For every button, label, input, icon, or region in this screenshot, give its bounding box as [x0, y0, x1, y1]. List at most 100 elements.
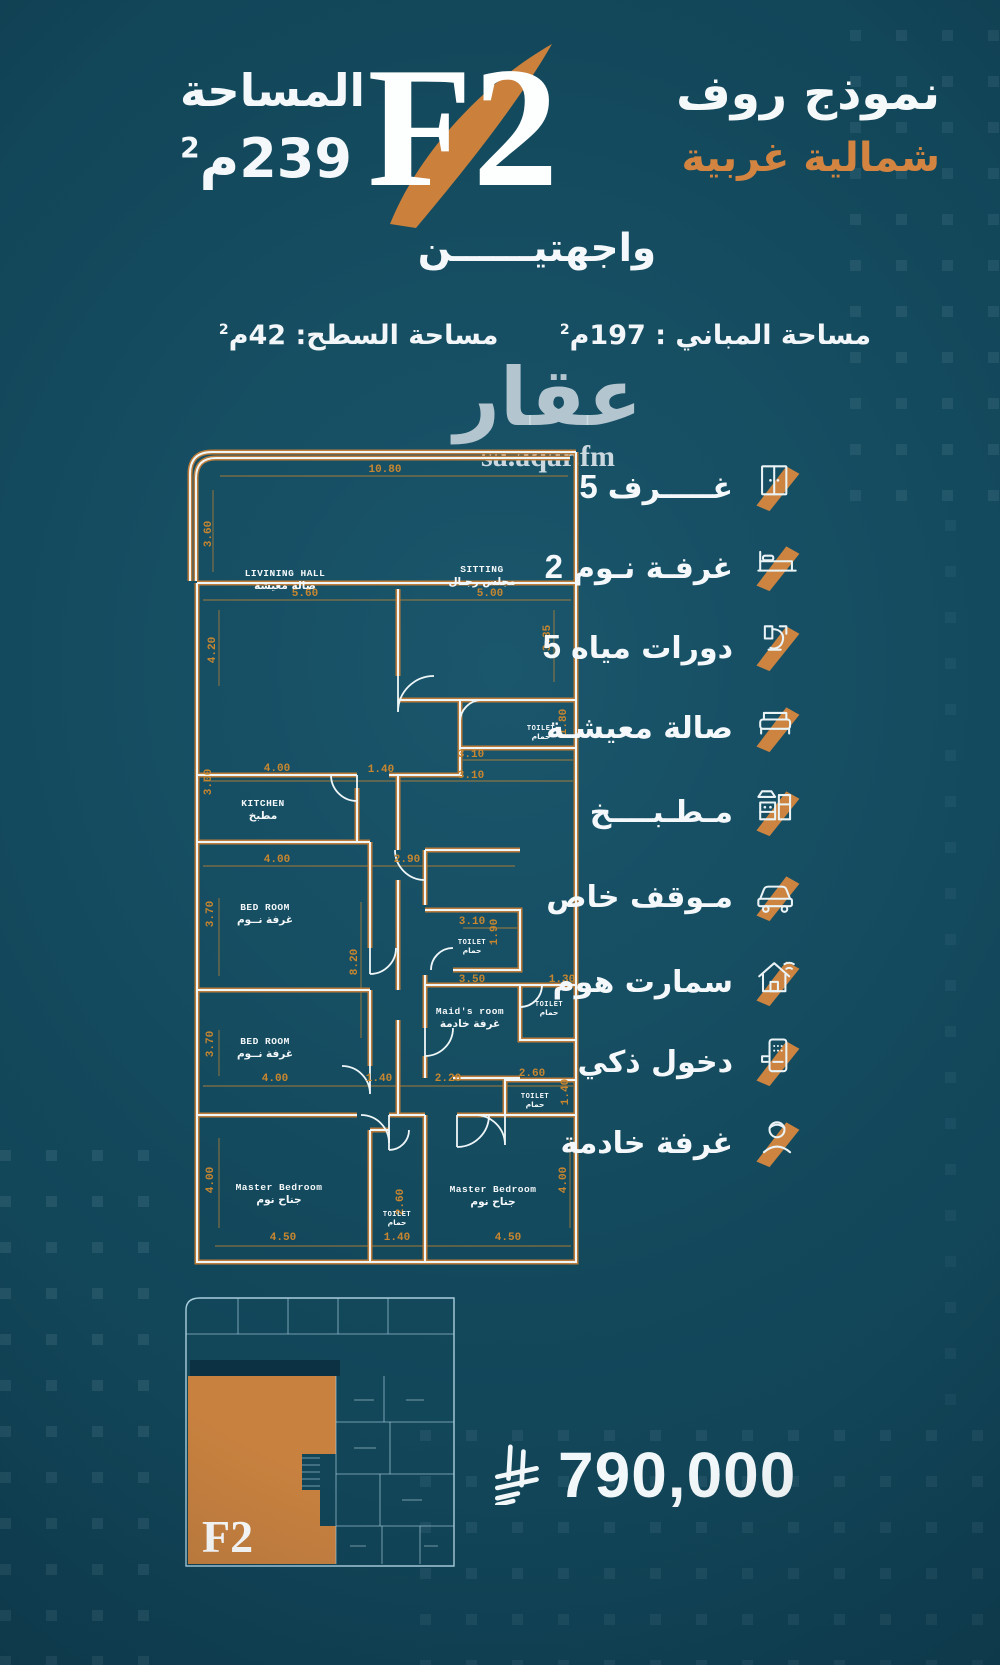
- plan-dimension: 3.10: [458, 749, 484, 761]
- plan-dimension: 1.40: [560, 1079, 572, 1105]
- plan-dimension: 1.40: [384, 1232, 410, 1244]
- plan-dimension: 4.00: [264, 763, 290, 775]
- background-pattern: [420, 1430, 1000, 1665]
- area-value: 239م2: [180, 127, 352, 190]
- plan-dimension: 5.00: [477, 588, 503, 600]
- plan-dimension: 3.50: [459, 974, 485, 986]
- area-label: المساحة: [180, 64, 365, 117]
- mini-key-plan: F2: [185, 1297, 455, 1567]
- room-label-en: SITTING: [460, 564, 503, 575]
- plan-dimension: 3.10: [458, 770, 484, 782]
- plan-dimension: 1.40: [368, 764, 394, 776]
- flyer-subtitle: شمالية غربية: [681, 135, 940, 181]
- plan-dimension: 1.90: [489, 919, 501, 945]
- plan-dimension: 2.90: [394, 854, 420, 866]
- room-label-en: TOILET: [521, 1093, 549, 1101]
- roof-area: مساحة السطح: 42م2: [218, 320, 499, 351]
- price-tag: 790,000: [488, 1438, 796, 1512]
- room-label-ar: جناح نوم: [470, 1196, 515, 1208]
- amenity-count: 5: [579, 468, 598, 505]
- smart-home-icon: [749, 952, 805, 1012]
- room-label-ar: غرفة خادمة: [440, 1018, 500, 1030]
- amenity-label: غرفة خادمة: [561, 1126, 734, 1161]
- room-label-ar: حمام: [463, 946, 482, 955]
- plan-doors: [330, 675, 543, 1151]
- amenity-label: مـطـبــــخ: [590, 795, 733, 830]
- plan-dimension: 3.70: [205, 901, 217, 927]
- plan-dimension: 3.35: [542, 624, 554, 651]
- plan-dimension: 3.10: [459, 916, 485, 928]
- mini-plan-label-marks: [350, 1399, 438, 1547]
- amenity-count: 5: [542, 628, 562, 665]
- room-label-en: Master Bedroom: [450, 1184, 537, 1195]
- room-label-en: TOILET: [535, 1001, 563, 1009]
- area-value-sup: 2: [180, 132, 200, 165]
- plan-dimension: 1.40: [366, 1073, 392, 1085]
- amenity-text: دخول ذكي: [577, 1044, 734, 1080]
- amenity-label: سمارت هوم: [553, 965, 733, 1000]
- room-label-ar: حمام: [526, 1100, 545, 1109]
- amenity-text: غرفة خادمة: [560, 1125, 734, 1161]
- amenity-text: غـــــرف: [607, 471, 733, 506]
- area-value-number: 239م: [199, 127, 352, 190]
- amenity-label: 5 غـــــرف: [579, 468, 733, 506]
- built-area: مساحة المباني : 197م2: [559, 320, 872, 351]
- plan-dimension: 1.30: [549, 974, 575, 986]
- flyer-title: نموذج روف: [676, 66, 940, 121]
- amenity-item: 2 غرفـة نـوم: [545, 539, 805, 595]
- plan-dimension: 4.00: [205, 1167, 217, 1193]
- room-label-ar: جناح نوم: [256, 1194, 301, 1206]
- room-label-en: BED ROOM: [240, 1036, 290, 1047]
- model-logo: F2: [356, 28, 570, 238]
- amenity-item: دخول ذكي: [578, 1034, 806, 1090]
- amenity-item: مـوقف خاص: [546, 869, 805, 925]
- room-label-en: KITCHEN: [241, 798, 284, 809]
- mini-plan-terrace-band: [190, 1360, 340, 1376]
- room-label-ar: صالة معيشة: [254, 580, 316, 592]
- rooms-icon: [749, 457, 805, 517]
- plan-dimension: 3.60: [203, 521, 215, 547]
- plan-dimension: 4.00: [262, 1073, 288, 1085]
- room-label-ar: مطبخ: [249, 810, 278, 822]
- amenity-text: مـوقف خاص: [546, 879, 733, 915]
- area-block: المساحة 239م2: [180, 64, 365, 190]
- room-label-en: TOILET: [527, 725, 555, 733]
- plan-dimension: 10.80: [368, 464, 401, 476]
- plan-dimension: 4.50: [495, 1232, 521, 1244]
- amenity-text: دورات مياه: [571, 631, 733, 666]
- room-label-en: BED ROOM: [240, 902, 290, 913]
- plan-dimension: 2.60: [519, 1068, 545, 1080]
- background-pattern: [945, 520, 1000, 1420]
- amenity-count: 2: [544, 548, 563, 585]
- plan-dimension: 5.60: [292, 588, 318, 600]
- title-block: نموذج روف شمالية غربية: [676, 66, 940, 181]
- parking-icon: [749, 867, 805, 927]
- plan-dimension: 4.00: [264, 854, 290, 866]
- room-label-ar: حمام: [532, 732, 551, 741]
- room-label-ar: غرفة نــوم: [237, 1048, 293, 1060]
- mini-plan-highlighted-unit: [188, 1376, 336, 1564]
- plan-dimension: 4.50: [270, 1232, 296, 1244]
- maid-room-icon: [749, 1113, 805, 1173]
- amenity-text: سمارت هوم: [552, 964, 733, 1000]
- plan-dimension: 4.00: [558, 1167, 570, 1193]
- amenity-text: مـطـبــــخ: [589, 794, 733, 830]
- amenity-item: 5 دورات مياه: [543, 619, 805, 675]
- amenity-label: 5 دورات مياه: [543, 628, 733, 666]
- amenity-label: مـوقف خاص: [546, 880, 733, 915]
- amenity-text: غرفـة نـوم: [572, 551, 733, 586]
- plan-dimension: 1.80: [558, 709, 570, 735]
- watermark-logo: عقار: [453, 351, 643, 444]
- saudi-riyal-icon: [488, 1441, 544, 1509]
- logo-swoosh-icon: [390, 44, 552, 228]
- price-value: 790,000: [558, 1439, 797, 1511]
- mini-plan-room-lines: [302, 1376, 454, 1564]
- amenity-item: غرفة خادمة: [561, 1115, 806, 1171]
- plan-dimension: 3.00: [203, 769, 215, 795]
- facades-label: واجهتيــــــن: [417, 226, 657, 271]
- room-label-en: TOILET: [458, 939, 486, 947]
- bed-icon: [749, 537, 805, 597]
